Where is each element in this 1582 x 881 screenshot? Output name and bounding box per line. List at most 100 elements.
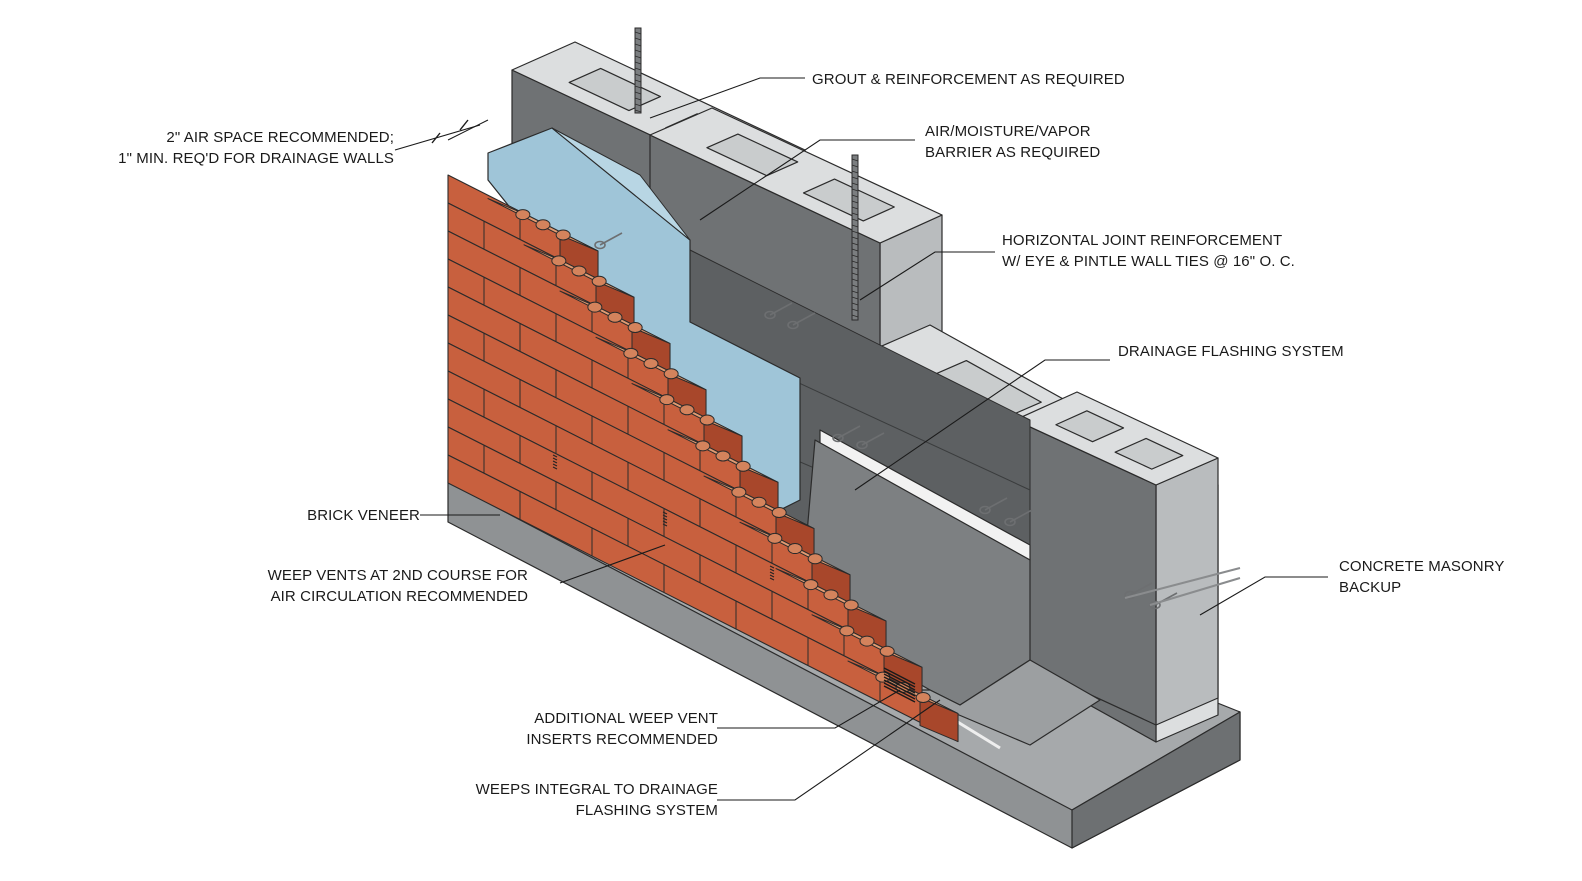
leader-line bbox=[854, 359, 1110, 491]
tie-wire bbox=[792, 312, 816, 326]
brick-core-hole bbox=[915, 692, 931, 704]
wall-ties bbox=[594, 232, 1241, 610]
rebar-deformation bbox=[634, 73, 642, 77]
weep-vent-slot bbox=[662, 511, 668, 515]
brick-core-hole bbox=[823, 589, 839, 601]
rebar-deformation bbox=[851, 314, 859, 318]
rebar-deformation bbox=[634, 103, 642, 107]
brick-core-hole bbox=[535, 219, 551, 231]
rebar-deformation bbox=[851, 164, 859, 168]
brick-core-hole bbox=[591, 275, 607, 287]
leader-line bbox=[649, 77, 805, 119]
rebar-deformation bbox=[851, 212, 859, 216]
brick-core-hole bbox=[843, 599, 859, 611]
cmu-core bbox=[802, 178, 895, 222]
rebar-deformation bbox=[634, 67, 642, 71]
brick-core-hole bbox=[803, 579, 819, 591]
weep-insert bbox=[883, 682, 916, 700]
weep-vent-slot bbox=[552, 463, 558, 467]
rebar-deformation bbox=[851, 242, 859, 246]
brick-core-hole bbox=[551, 255, 567, 267]
rebar-deformation bbox=[851, 308, 859, 312]
tie-eye bbox=[787, 320, 799, 330]
brick-core-hole bbox=[515, 209, 531, 221]
brick-core-hole bbox=[679, 404, 695, 416]
rebar-deformation bbox=[851, 176, 859, 180]
weep-vent-slot bbox=[552, 466, 558, 470]
leader-line bbox=[717, 689, 901, 729]
rebar-deformation bbox=[634, 43, 642, 47]
label-grout-reinforcement: GROUT & REINFORCEMENT AS REQUIRED bbox=[812, 71, 1125, 88]
tie-wire bbox=[599, 232, 623, 246]
label-weep-vents: WEEP VENTS AT 2ND COURSE FOR AIR CIRCULA… bbox=[267, 567, 528, 605]
tie-eye bbox=[764, 310, 776, 320]
label-air-space: 2" AIR SPACE RECOMMENDED; 1" MIN. REQ'D … bbox=[118, 129, 394, 167]
leader-line bbox=[859, 251, 995, 301]
brick-core-hole bbox=[859, 635, 875, 647]
weep-vent-slot bbox=[552, 454, 558, 458]
leader-line bbox=[717, 699, 941, 801]
tie-wire bbox=[1129, 582, 1153, 596]
brick-core-hole bbox=[735, 460, 751, 472]
rebar-deformation bbox=[851, 206, 859, 210]
brick-core-hole bbox=[767, 532, 783, 544]
rebar-deformation bbox=[851, 260, 859, 264]
rebar-deformation bbox=[851, 284, 859, 288]
tie-wire bbox=[1009, 509, 1033, 523]
brick-core-hole bbox=[839, 625, 855, 637]
leader-line bbox=[1199, 576, 1328, 616]
rebar-deformation bbox=[851, 254, 859, 258]
weep-vent-slot bbox=[769, 577, 775, 581]
joint-reinforcement-wire bbox=[1149, 577, 1241, 606]
dimension-tick bbox=[459, 119, 469, 131]
brick-core-hole bbox=[771, 507, 787, 519]
cmu-core bbox=[1055, 410, 1125, 443]
rebar-deformation bbox=[851, 266, 859, 270]
brick-core-hole bbox=[663, 368, 679, 380]
weep-vent-slot bbox=[552, 460, 558, 464]
rebar-deformation bbox=[634, 49, 642, 53]
rebar-deformation bbox=[634, 31, 642, 35]
rebar-deformation bbox=[851, 290, 859, 294]
leader-line bbox=[394, 124, 481, 151]
label-weeps-integral: WEEPS INTEGRAL TO DRAINAGE FLASHING SYST… bbox=[475, 781, 718, 819]
brick-core-hole bbox=[627, 322, 643, 334]
tie-eye bbox=[979, 505, 991, 515]
rebar bbox=[851, 154, 859, 321]
rebar bbox=[634, 27, 642, 114]
brick-core-hole bbox=[555, 229, 571, 241]
rebar-deformation bbox=[851, 182, 859, 186]
brick-core-hole bbox=[571, 265, 587, 277]
weep-vent-slot bbox=[662, 520, 668, 524]
rebar-deformation bbox=[851, 158, 859, 162]
brick-core-hole bbox=[695, 440, 711, 452]
rebar-deformation bbox=[851, 218, 859, 222]
brick-core-hole bbox=[643, 358, 659, 370]
dimension-line bbox=[447, 119, 489, 141]
brick-core-hole bbox=[659, 394, 675, 406]
weep-insert bbox=[883, 679, 916, 697]
brick-core-hole bbox=[879, 645, 895, 657]
rebar-deformation bbox=[851, 200, 859, 204]
weep-insert bbox=[883, 673, 916, 691]
brick-core-hole bbox=[751, 496, 767, 508]
label-joint-reinforcement: HORIZONTAL JOINT REINFORCEMENT W/ EYE & … bbox=[1002, 232, 1295, 270]
dimension-tick bbox=[431, 132, 441, 144]
tie-wire bbox=[769, 302, 793, 316]
weep-vent-slot bbox=[552, 457, 558, 461]
joint-reinforcement-wire bbox=[1124, 567, 1241, 599]
rebar-deformation bbox=[851, 248, 859, 252]
rebar-deformation bbox=[634, 55, 642, 59]
label-cmu-backup: CONCRETE MASONRY BACKUP bbox=[1339, 558, 1505, 596]
brick-core-hole bbox=[623, 347, 639, 359]
tie-eye bbox=[856, 440, 868, 450]
brick-core-hole bbox=[787, 543, 803, 555]
brick-core-hole bbox=[807, 553, 823, 565]
barrier-top-edge bbox=[551, 127, 691, 241]
brick-core-hole bbox=[731, 486, 747, 498]
weep-vent-slot bbox=[769, 574, 775, 578]
label-drainage-flashing: DRAINAGE FLASHING SYSTEM bbox=[1118, 343, 1344, 360]
brick-core-hole bbox=[715, 450, 731, 462]
